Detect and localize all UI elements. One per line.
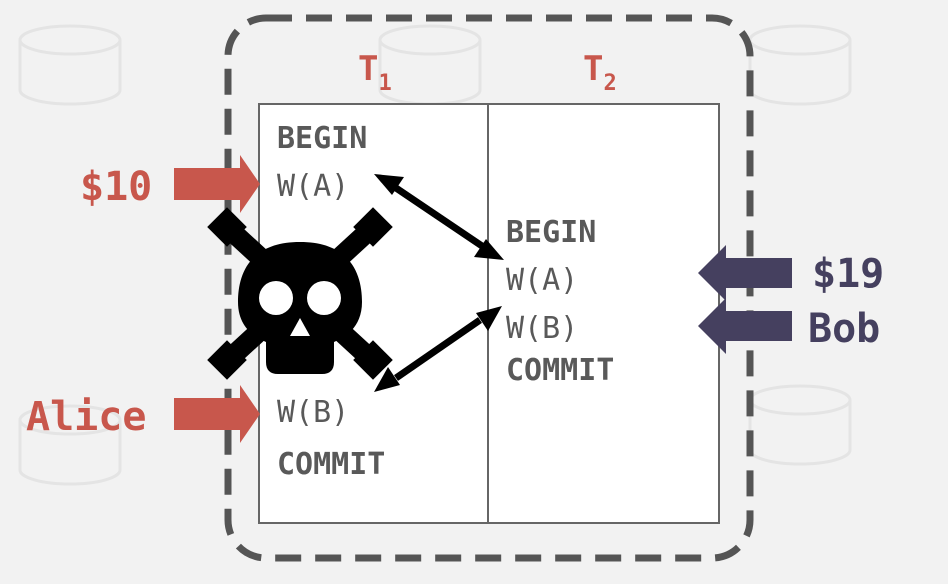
t1-commit: COMMIT <box>277 447 385 482</box>
skull-crossbones-icon <box>207 207 393 380</box>
database-icon <box>748 384 852 466</box>
database-icon <box>748 24 852 106</box>
database-icon <box>18 24 122 106</box>
t2-column <box>487 103 720 524</box>
conflict-arrow-a-icon <box>374 174 504 260</box>
t1-write-b: W(B) <box>277 395 349 430</box>
database-icon <box>378 24 482 106</box>
t1-header: T1 <box>358 49 392 96</box>
t2-begin: BEGIN <box>506 215 596 250</box>
t2-write-a: W(A) <box>506 263 578 298</box>
t2-header: T2 <box>583 49 617 96</box>
input-arrow-right-top <box>698 245 792 301</box>
conflict-arrows <box>374 174 504 392</box>
input-arrow-left-top <box>174 155 260 213</box>
input-arrow-right-bottom <box>698 298 792 354</box>
input-label-bob: Bob <box>808 306 880 352</box>
t2-commit: COMMIT <box>506 353 614 388</box>
t1-write-a: W(A) <box>277 169 349 204</box>
database-icon <box>18 404 122 486</box>
conflict-arrow-b-icon <box>374 306 502 392</box>
input-arrow-left-bottom <box>174 385 260 443</box>
input-label-10-dollars: $10 <box>80 164 152 210</box>
t2-write-b: W(B) <box>506 311 578 346</box>
input-label-alice: Alice <box>26 394 146 440</box>
t1-begin: BEGIN <box>277 121 367 156</box>
input-label-19-dollars: $19 <box>812 251 884 297</box>
